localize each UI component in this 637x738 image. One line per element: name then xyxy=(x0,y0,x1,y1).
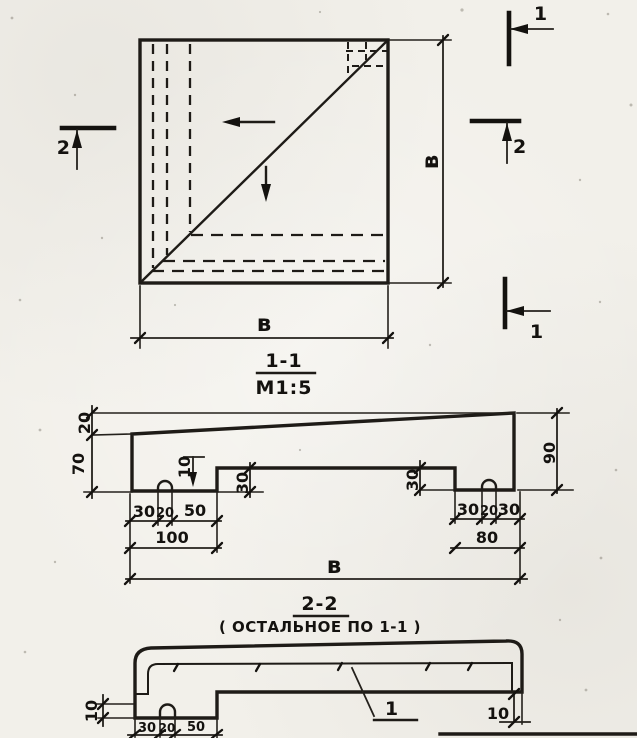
dim-left-heights: 20 70 xyxy=(69,405,515,499)
section-marker-2-left: 2 xyxy=(57,125,117,170)
dim-pad-right-b: 20 xyxy=(480,504,498,519)
dim-right-depth: 10 xyxy=(487,687,531,729)
dim-slot-depth: 10 xyxy=(175,456,205,487)
dim-left-lip-label: 10 xyxy=(82,700,101,722)
section-1-1-scale: М1:5 xyxy=(256,377,313,399)
callout-1-label: 1 xyxy=(385,698,399,720)
section-2-2-note: ( ОСТАЛЬНОЕ ПО 1-1 ) xyxy=(219,618,421,636)
section-marker-2-right: 2 xyxy=(469,118,527,164)
dim-pad-right-total: 80 xyxy=(476,528,498,547)
dim-pad-left-c: 50 xyxy=(184,501,206,520)
dim-section-width: в xyxy=(123,553,528,586)
keyhole-slot-2-2 xyxy=(158,703,177,720)
plan-diagonal xyxy=(138,38,390,285)
section-2-2: 1 10 30 20 50 xyxy=(82,639,637,738)
dim-pad-right-a: 30 xyxy=(457,500,479,519)
section-marker-1-top: 1 xyxy=(506,3,554,67)
dim-pad-right-c: 30 xyxy=(498,500,520,519)
plan-rebar-dashed-corner xyxy=(346,42,387,76)
plan-view: в в 1 2 2 xyxy=(57,3,554,349)
dim-recess-right: 30 xyxy=(403,460,454,497)
callout-1: 1 xyxy=(350,666,419,722)
plan-rebar-dashed-left xyxy=(151,44,192,268)
plan-width-dimension: в xyxy=(130,285,395,349)
dim-left-lip: 10 xyxy=(82,694,136,727)
section-2-2-title: 2-2 ( ОСТАЛЬНОЕ ПО 1-1 ) xyxy=(219,593,421,636)
plan-width-label: в xyxy=(257,311,272,337)
section-1-1-outline xyxy=(130,411,516,493)
dim-recess-left: 30 xyxy=(218,461,264,499)
direction-arrow-down xyxy=(261,165,271,202)
dim-pad-left-a: 30 xyxy=(133,502,155,521)
left-keyhole-slot xyxy=(156,479,174,493)
section-marker-1-top-label: 1 xyxy=(534,3,548,25)
dim-30-left-label: 30 xyxy=(233,472,252,494)
dim-pad22-a: 30 xyxy=(138,721,156,736)
section-1-1: 20 70 10 30 30 xyxy=(69,405,574,586)
dim-90-label: 90 xyxy=(540,442,559,464)
dim-30-right-label: 30 xyxy=(403,469,422,491)
section-2-2-title-text: 2-2 xyxy=(301,593,338,615)
section-marker-1-bottom-label: 1 xyxy=(530,321,544,343)
dim-right-height: 90 xyxy=(516,406,574,497)
section-1-1-title: 1-1 М1:5 xyxy=(256,350,317,399)
liner-tick-marks xyxy=(172,661,474,673)
dim-width-label: в xyxy=(327,553,342,579)
section-marker-1-bottom: 1 xyxy=(502,276,551,343)
dim-pad-left-b: 20 xyxy=(156,506,174,521)
dim-10-label: 10 xyxy=(175,456,194,478)
dim-pad22-c: 50 xyxy=(187,720,205,735)
plan-height-label: в xyxy=(418,155,444,170)
dim-right-pad: 30 20 30 80 xyxy=(448,500,527,555)
section-2-2-outline xyxy=(133,639,524,720)
dim-pad22-b: 20 xyxy=(159,721,176,735)
dim-20-label: 20 xyxy=(75,412,94,434)
dim-right-depth-label: 10 xyxy=(487,704,509,723)
section-1-1-title-text: 1-1 xyxy=(265,350,302,372)
dim-pad-2-2: 30 20 50 xyxy=(127,717,224,738)
dim-pad-left-total: 100 xyxy=(155,528,188,547)
direction-arrow-left xyxy=(222,117,276,127)
plan-height-dimension: в xyxy=(389,33,452,290)
plan-rebar-dashed-bottom xyxy=(152,233,385,273)
dim-left-pad: 30 20 50 100 xyxy=(123,501,224,555)
dim-70-label: 70 xyxy=(69,453,88,475)
section-marker-2-left-label: 2 xyxy=(57,137,71,159)
right-keyhole-slot xyxy=(480,478,498,492)
section-marker-2-right-label: 2 xyxy=(513,136,527,158)
inner-liner-line xyxy=(136,661,513,695)
scan-noise xyxy=(10,8,633,692)
plan-outline xyxy=(138,38,390,285)
